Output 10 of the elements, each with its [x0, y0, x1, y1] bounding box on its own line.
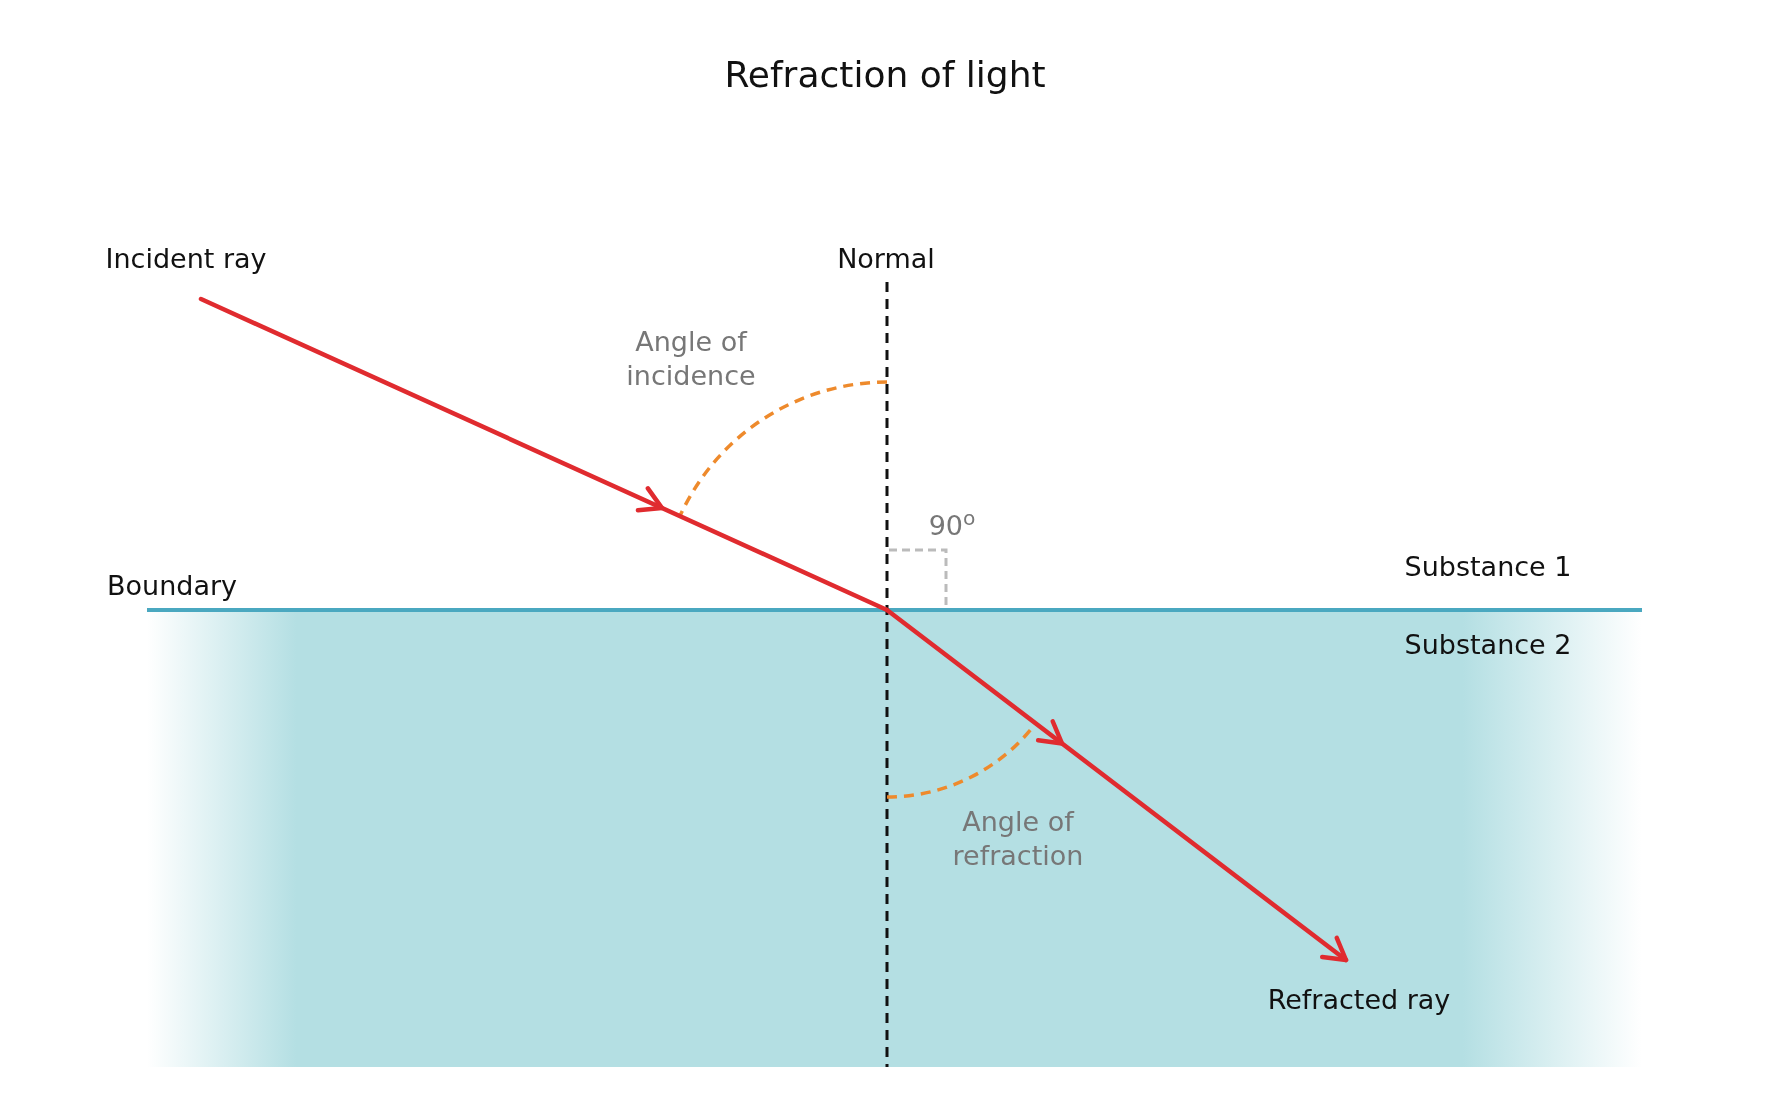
text-label: Boundary: [107, 569, 237, 603]
angle-label: Angle of refraction: [951, 805, 1085, 873]
diagram-title: Refraction of light: [724, 53, 1046, 97]
text-label: Normal: [837, 242, 935, 276]
text-label: Refracted ray: [1267, 983, 1451, 1017]
angle-label: 90$^{o}$: [928, 509, 976, 543]
angle-label: Angle of incidence: [625, 325, 757, 393]
text-label: Substance 2: [1404, 628, 1572, 662]
text-label: Incident ray: [105, 242, 267, 276]
text-label: Substance 1: [1404, 550, 1572, 584]
